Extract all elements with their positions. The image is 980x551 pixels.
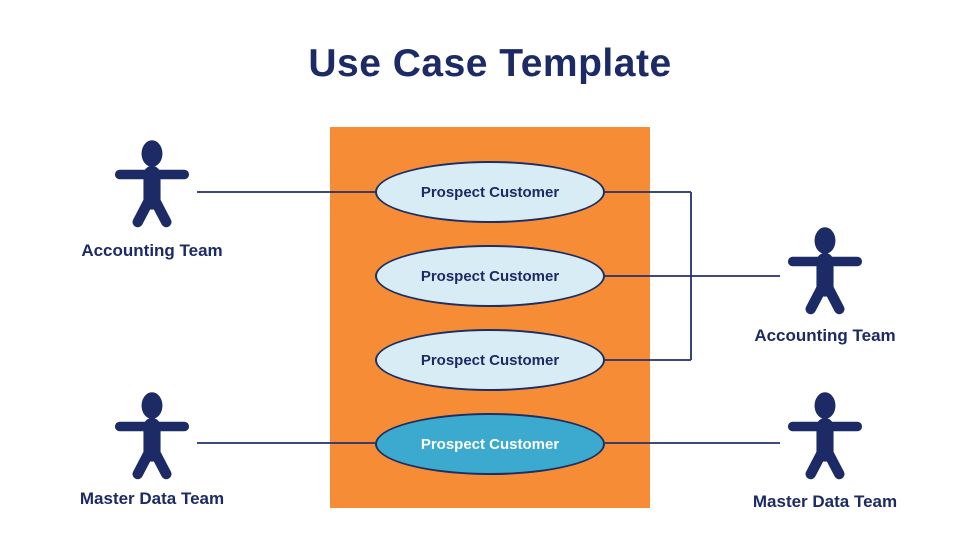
- page-title: Use Case Template: [308, 42, 672, 85]
- use-case-label: Prospect Customer: [420, 267, 560, 285]
- actor-icon: [787, 391, 863, 481]
- use-case-ellipse-highlighted: Prospect Customer: [375, 413, 605, 475]
- actor-label-accounting-team-left: Accounting Team: [81, 241, 223, 260]
- actor-icon: [114, 391, 190, 481]
- use-case-ellipse: Prospect Customer: [375, 329, 605, 391]
- use-case-ellipse: Prospect Customer: [375, 245, 605, 307]
- actor-icon: [114, 139, 190, 229]
- actor-label-accounting-team-right: Accounting Team: [754, 326, 896, 345]
- use-case-label: Prospect Customer: [420, 351, 560, 369]
- use-case-label: Prospect Customer: [420, 183, 560, 201]
- actor-icon: [787, 226, 863, 316]
- actor-label-master-data-team-right: Master Data Team: [752, 492, 898, 511]
- actor-label-master-data-team-left: Master Data Team: [79, 489, 225, 508]
- use-case-ellipse: Prospect Customer: [375, 161, 605, 223]
- use-case-label: Prospect Customer: [420, 435, 560, 453]
